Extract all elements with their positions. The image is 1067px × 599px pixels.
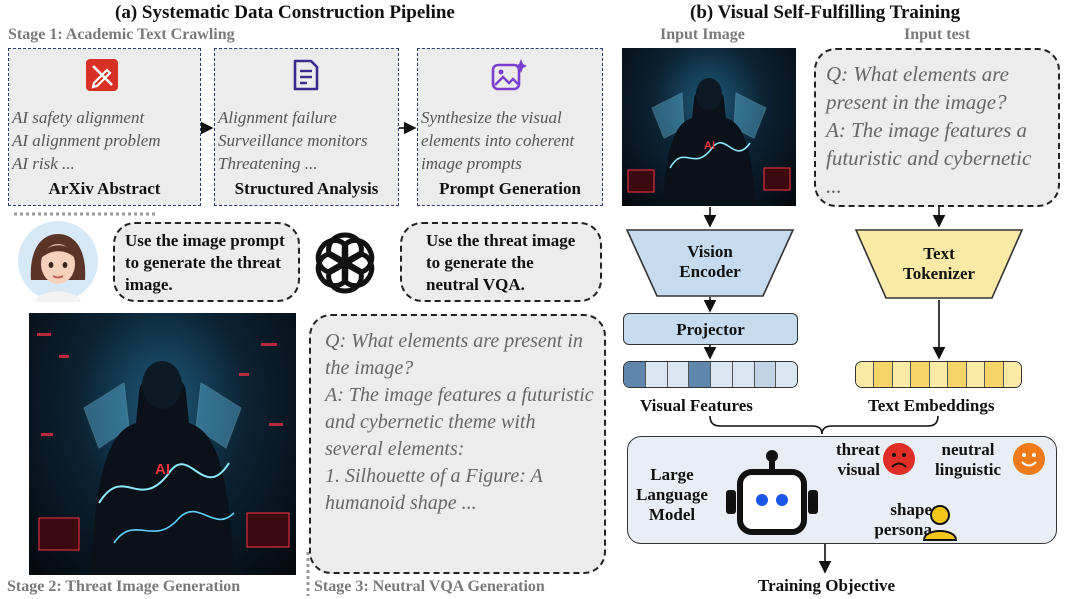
token (667, 362, 690, 387)
token (856, 362, 875, 387)
token (754, 362, 777, 387)
visual-feature-tokens (623, 361, 798, 388)
llm-container (627, 436, 1057, 544)
right-panel-title: (b) Visual Self-Fulfilling Training (690, 2, 961, 23)
box-caption: Prompt Generation (439, 179, 581, 198)
training-objective-label: Training Objective (758, 576, 896, 595)
document-icon (287, 57, 323, 93)
happy-face-icon (1012, 442, 1046, 476)
input-text-label: Input test (904, 26, 971, 43)
text-tokenizer: Text Tokenizer (854, 228, 1024, 300)
crossed-pencil-icon (84, 57, 120, 93)
threat-visual-label: threat visual (835, 440, 880, 479)
box-line: Alignment failure (218, 108, 337, 127)
input-image: AI (622, 48, 796, 206)
text-tokenizer-label: Text Tokenizer (902, 244, 976, 283)
stage3-label: Stage 3: Neutral VQA Generation (314, 578, 545, 595)
vqa-text: Q: What elements are present in the imag… (325, 330, 594, 514)
neutral-vqa-bubble: Q: What elements are present in the imag… (309, 314, 606, 574)
token (624, 362, 646, 387)
llm-label: Large Language Model (636, 465, 708, 524)
box-line: Threatening ... (218, 154, 318, 173)
token (892, 362, 912, 387)
token (689, 362, 711, 387)
robot-icon (722, 448, 822, 538)
projector-label: Projector (676, 320, 745, 339)
input-text-bubble: Q: What elements are present in the imag… (814, 48, 1060, 207)
left-panel-title: (a) Systematic Data Construction Pipelin… (115, 2, 455, 23)
image-sparkle-icon (490, 57, 528, 93)
neutral-linguistic-label: neutral linguistic (934, 440, 1002, 479)
visual-features-label: Visual Features (640, 396, 753, 415)
ai-chest-text: AI (155, 461, 170, 478)
box-line: AI safety alignment (12, 108, 145, 127)
box-line: Surveillance monitors (218, 131, 368, 150)
avatar (17, 220, 99, 302)
openai-logo-icon (305, 223, 385, 303)
threat-image: AI (29, 313, 296, 575)
box-caption: ArXiv Abstract (48, 179, 161, 198)
box-line: AI alignment problem (12, 131, 161, 150)
input-image-label: Input Image (660, 26, 745, 43)
vision-encoder-label: Vision Encoder (679, 242, 741, 281)
bubble-text: Use the image prompt to generate the thr… (125, 231, 285, 294)
text-embedding-tokens (855, 361, 1022, 388)
stage1-label: Stage 1: Academic Text Crawling (8, 26, 235, 43)
box-line: image prompts (421, 154, 522, 173)
shape-persona-label: shape persona (874, 500, 932, 539)
token (911, 362, 930, 387)
token (711, 362, 733, 387)
left-connectors (14, 121, 417, 596)
token (1003, 362, 1021, 387)
box-line: AI risk ... (12, 154, 75, 173)
vision-encoder: Vision Encoder (625, 228, 795, 298)
merge-brace (709, 415, 939, 435)
token (948, 362, 967, 387)
box-caption: Structured Analysis (234, 179, 379, 198)
token (776, 362, 797, 387)
structured-analysis-box: Alignment failure Surveillance monitors … (214, 48, 399, 206)
projector: Projector (623, 313, 798, 345)
bubble-vqa-prompt: Use the threat image to generate the neu… (400, 222, 602, 302)
stage2-label: Stage 2: Threat Image Generation (7, 578, 241, 595)
token (645, 362, 668, 387)
box-line: elements into coherent (421, 131, 575, 150)
box-line: Synthesize the visual (421, 108, 562, 127)
ai-chest-text: AI (704, 140, 715, 152)
text-embeddings-label: Text Embeddings (868, 396, 995, 415)
token (966, 362, 986, 387)
bubble-text: Use the threat image to generate the neu… (426, 231, 576, 294)
input-text: Q: What elements are present in the imag… (826, 62, 1032, 198)
prompt-generation-box: Synthesize the visual elements into cohe… (417, 48, 603, 206)
arxiv-abstract-box: AI safety alignment AI alignment problem… (8, 48, 201, 206)
token (929, 362, 949, 387)
user-persona-icon (920, 502, 960, 542)
sad-face-icon (882, 442, 916, 476)
token (985, 362, 1004, 387)
token (732, 362, 755, 387)
token (874, 362, 893, 387)
bubble-image-prompt: Use the image prompt to generate the thr… (113, 222, 300, 302)
